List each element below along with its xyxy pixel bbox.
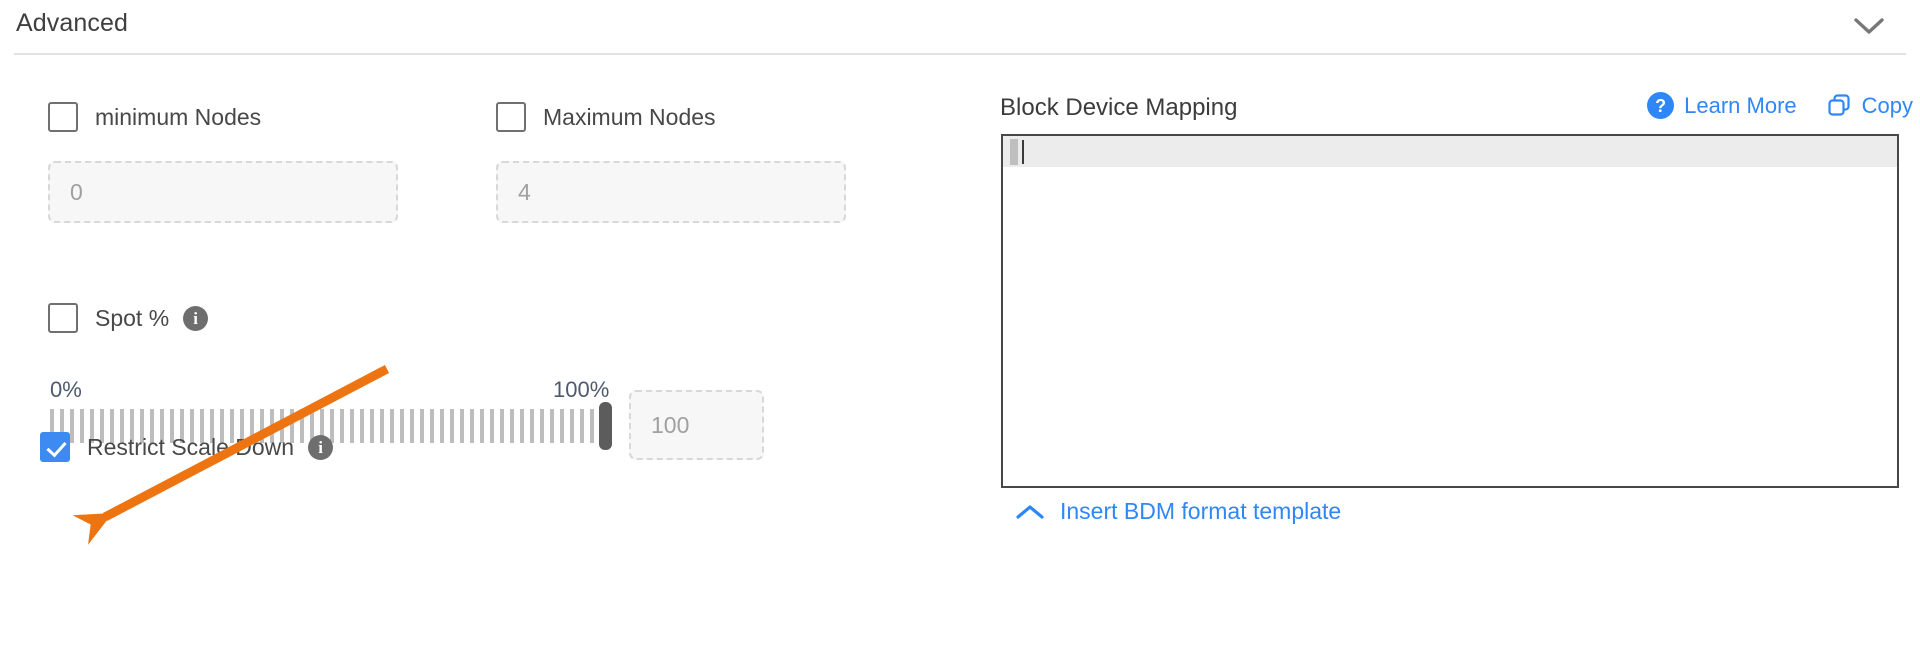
- block-device-mapping-title: Block Device Mapping: [1000, 94, 1238, 121]
- bdm-code-editor[interactable]: [1001, 134, 1899, 488]
- info-icon[interactable]: i: [183, 305, 209, 331]
- advanced-left-panel: minimum Nodes Maximum Nodes Spot % i 0% …: [0, 54, 980, 656]
- spot-percent-row: Spot % i: [48, 303, 209, 333]
- copy-label: Copy: [1861, 92, 1913, 118]
- restrict-scale-down-checkbox[interactable]: [40, 432, 70, 462]
- restrict-scale-down-label: Restrict Scale Down: [87, 433, 295, 460]
- advanced-section-header[interactable]: Advanced: [0, 0, 1920, 54]
- header-divider: [14, 53, 1906, 55]
- page-title: Advanced: [16, 9, 128, 37]
- spot-percent-checkbox[interactable]: [48, 303, 78, 333]
- editor-caret: [1022, 140, 1024, 164]
- slider-max-label: 100%: [553, 377, 610, 402]
- editor-gutter: [1010, 139, 1018, 165]
- info-icon[interactable]: i: [308, 434, 334, 460]
- block-device-mapping-panel: Block Device Mapping ? Learn More Copy: [1000, 54, 1920, 656]
- chevron-up-icon: [1016, 504, 1044, 520]
- maximum-nodes-checkbox[interactable]: [496, 102, 526, 132]
- learn-more-label: Learn More: [1684, 92, 1797, 118]
- insert-bdm-template-link[interactable]: Insert BDM format template: [1016, 498, 1341, 525]
- maximum-nodes-label: Maximum Nodes: [543, 103, 716, 130]
- copy-icon: [1827, 93, 1852, 118]
- minimum-nodes-input[interactable]: [48, 161, 398, 223]
- chevron-down-icon[interactable]: [1852, 10, 1886, 44]
- minimum-nodes-checkbox[interactable]: [48, 102, 78, 132]
- spot-percent-input[interactable]: [629, 390, 764, 460]
- spot-percent-label: Spot %: [95, 304, 170, 331]
- restrict-scale-down-row: Restrict Scale Down i: [40, 432, 334, 462]
- minimum-nodes-label: minimum Nodes: [95, 103, 262, 130]
- slider-min-label: 0%: [50, 377, 82, 402]
- question-mark-circle-icon: ?: [1647, 92, 1675, 119]
- copy-link[interactable]: Copy: [1827, 93, 1913, 119]
- maximum-nodes-input[interactable]: [496, 161, 846, 223]
- slider-thumb[interactable]: [599, 402, 612, 450]
- learn-more-link[interactable]: ? Learn More: [1647, 92, 1797, 119]
- maximum-nodes-row: Maximum Nodes: [496, 102, 716, 132]
- bdm-actions: ? Learn More Copy: [1647, 92, 1913, 119]
- insert-bdm-template-label: Insert BDM format template: [1060, 498, 1342, 524]
- minimum-nodes-row: minimum Nodes: [48, 102, 261, 132]
- editor-active-line: [1003, 136, 1897, 167]
